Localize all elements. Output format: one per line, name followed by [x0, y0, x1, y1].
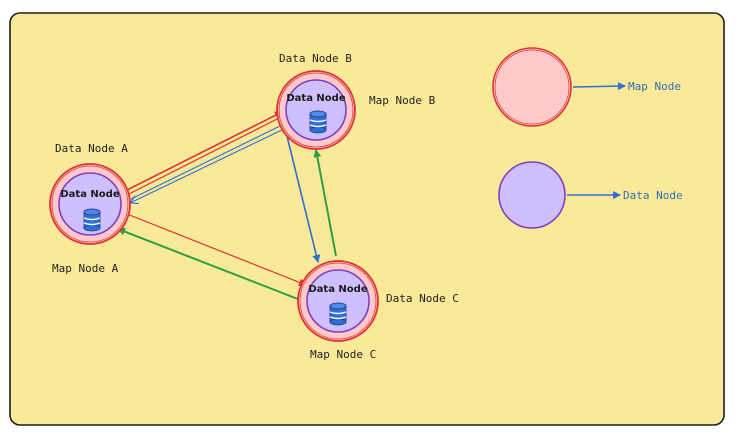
- legend-data-node-label: Data Node: [623, 189, 683, 202]
- legend-map-node-swatch: [492, 47, 572, 127]
- node-b: Data Node: [276, 70, 356, 150]
- edge-b-to-a: [130, 127, 287, 203]
- node-a-data-label: Data Node A: [55, 142, 128, 155]
- node-a: Data Node: [49, 163, 131, 245]
- legend-data-node-swatch: [498, 161, 566, 229]
- database-icon: [329, 302, 347, 326]
- legend: Map Node Data Node: [492, 47, 683, 229]
- data-node-b: [285, 79, 347, 141]
- edges: [117, 111, 337, 302]
- node-b-map-label: Map Node B: [369, 94, 436, 107]
- node-c-inner-label: Data Node: [308, 284, 367, 295]
- data-node-a: [58, 172, 122, 236]
- legend-map-node-label: Map Node: [628, 80, 681, 93]
- edge-b-to-c: [284, 127, 321, 263]
- legend-data-node: Data Node: [498, 161, 683, 229]
- edge-c-to-b: [313, 149, 337, 257]
- database-icon: [309, 110, 327, 134]
- node-c: Data Node: [297, 260, 379, 342]
- node-c-data-label: Data Node C: [386, 292, 459, 305]
- legend-map-node: Map Node: [492, 47, 681, 127]
- node-b-inner-label: Data Node: [286, 93, 345, 104]
- edge-c-to-a: [117, 227, 304, 302]
- database-icon: [83, 208, 101, 232]
- node-c-map-label: Map Node C: [310, 348, 376, 361]
- edge-a-to-b: [126, 111, 283, 191]
- node-a-map-label: Map Node A: [52, 262, 119, 275]
- node-b-data-label: Data Node B: [279, 52, 352, 65]
- edge-a-to-c: [126, 213, 307, 287]
- data-node-c: [306, 269, 370, 333]
- node-a-inner-label: Data Node: [60, 189, 119, 200]
- legend-map-node-arrow: [572, 82, 626, 91]
